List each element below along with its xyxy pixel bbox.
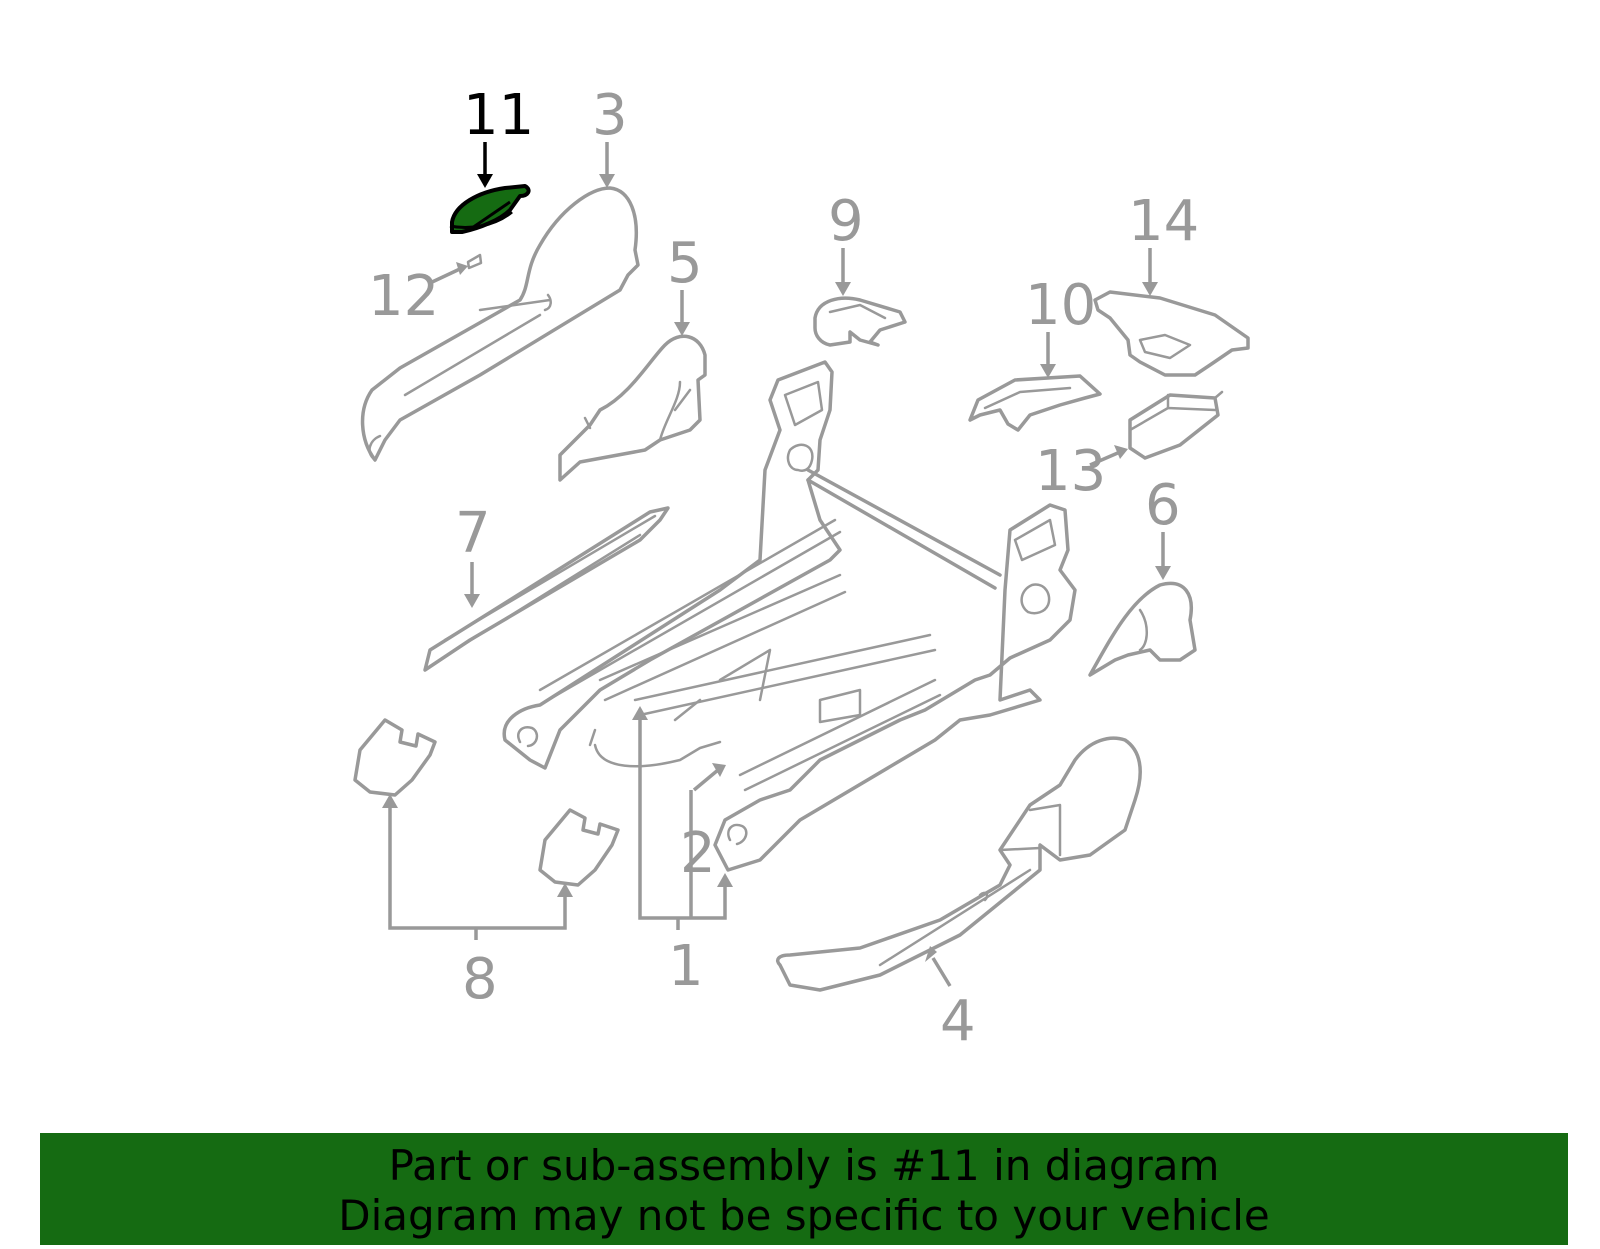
callout-2[interactable]: 2: [680, 821, 716, 886]
callout-8[interactable]: 8: [462, 947, 498, 1012]
leader-3: [599, 142, 615, 188]
part-8-shape-left: [353, 718, 437, 797]
part-1-frame: [502, 360, 1077, 872]
callout-1[interactable]: 1: [668, 934, 704, 999]
part-8-shape-right: [538, 808, 620, 887]
leader-2: [692, 763, 726, 792]
callout-7[interactable]: 7: [455, 501, 491, 566]
leader-8: [382, 794, 573, 940]
part-10-shape: [968, 374, 1102, 432]
part-5-shape: [558, 334, 707, 482]
leader-7: [464, 562, 480, 608]
banner-line-2: Diagram may not be specific to your vehi…: [338, 1191, 1270, 1240]
part-4-shape: [776, 736, 1142, 992]
leader-14: [1142, 248, 1158, 296]
part-9-shape: [813, 296, 907, 347]
leader-12: [429, 262, 468, 285]
part-11-shape[interactable]: [449, 184, 531, 234]
callout-12[interactable]: 12: [368, 264, 439, 329]
part-7-shape: [423, 506, 670, 672]
callout-9[interactable]: 9: [828, 189, 864, 254]
info-banner: Part or sub-assembly is #11 in diagram D…: [40, 1133, 1568, 1245]
callout-3[interactable]: 3: [592, 83, 628, 148]
part-12-shape: [466, 253, 483, 270]
part-13-shape: [1128, 390, 1224, 460]
leader-4: [925, 946, 952, 987]
leader-6: [1155, 532, 1171, 580]
part-14-shape: [1093, 290, 1250, 377]
leader-1: [632, 706, 733, 930]
leader-13: [1089, 445, 1128, 467]
part-6-shape: [1088, 581, 1197, 677]
callout-10[interactable]: 10: [1025, 273, 1096, 338]
part-3-shape: [360, 186, 640, 462]
leader-10: [1040, 332, 1056, 378]
callout-6[interactable]: 6: [1145, 473, 1181, 538]
callout-4[interactable]: 4: [940, 989, 976, 1054]
banner-line-1: Part or sub-assembly is #11 in diagram: [388, 1141, 1220, 1190]
leader-9: [835, 248, 851, 296]
callout-5[interactable]: 5: [667, 231, 703, 296]
callout-14[interactable]: 14: [1128, 189, 1199, 254]
leader-5: [674, 290, 690, 336]
leader-11: [477, 142, 493, 188]
callout-11[interactable]: 11: [463, 83, 534, 148]
callout-13[interactable]: 13: [1035, 439, 1106, 504]
